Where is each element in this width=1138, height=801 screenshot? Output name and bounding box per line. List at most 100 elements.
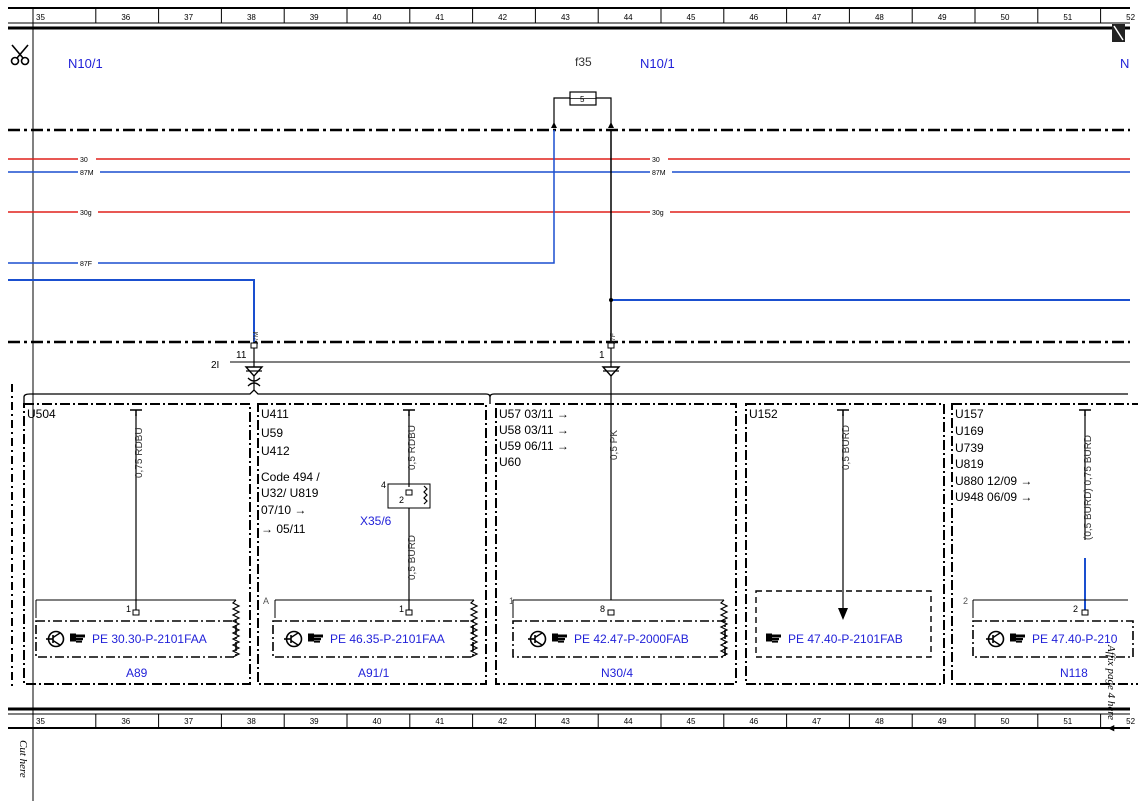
wire-87m-drop bbox=[8, 279, 255, 342]
wire-fuse-out bbox=[609, 130, 1130, 342]
ruler-column-number: 40 bbox=[373, 717, 382, 726]
n118-internals bbox=[972, 409, 1134, 658]
svg-text:87F: 87F bbox=[80, 261, 92, 268]
ruler-column-number: 44 bbox=[624, 13, 633, 22]
ruler-column-number: 38 bbox=[247, 717, 256, 726]
ruler-column-number: 49 bbox=[938, 13, 947, 22]
connector-label-2i: 2I bbox=[211, 360, 219, 371]
ruler-column-number: 48 bbox=[875, 13, 884, 22]
a89-pin: 1 bbox=[126, 604, 131, 614]
a91-corner: A bbox=[263, 596, 269, 606]
ruler-column-number: 37 bbox=[184, 717, 193, 726]
a91-code-4: Code 494 / bbox=[261, 470, 320, 484]
ruler-column-number: 41 bbox=[435, 717, 444, 726]
u152-internals bbox=[755, 409, 932, 658]
header-right-label[interactable]: N10/1 bbox=[640, 56, 675, 71]
ruler-column-number: 51 bbox=[1063, 717, 1072, 726]
ruler-column-number: 35 bbox=[36, 717, 45, 726]
u152-code: U152 bbox=[749, 407, 778, 421]
ruler-column-number: 44 bbox=[624, 717, 633, 726]
fuse-number: 5 bbox=[580, 95, 585, 104]
n118-code-6: U948 06/09 → bbox=[955, 490, 1032, 504]
wire-30g: 30g 30g bbox=[8, 208, 1130, 217]
connector-row bbox=[230, 342, 1130, 600]
ruler-column-number: 50 bbox=[1001, 717, 1010, 726]
n30-name-link[interactable]: N30/4 bbox=[601, 666, 633, 680]
header-left-label[interactable]: N10/1 bbox=[68, 56, 103, 71]
a91-name-link[interactable]: A91/1 bbox=[358, 666, 390, 680]
ruler-column-number: 37 bbox=[184, 13, 193, 22]
a91-code-6: 07/10 → bbox=[261, 503, 306, 517]
ruler-column-number: 35 bbox=[36, 13, 45, 22]
drop-label-87f: 87F bbox=[610, 333, 617, 345]
svg-text:30: 30 bbox=[80, 157, 88, 164]
drop-label-87m: 87M bbox=[253, 331, 260, 345]
ruler-column-number: 51 bbox=[1063, 13, 1072, 22]
u152-pe-link[interactable]: PE 47.40-P-2101FAB bbox=[788, 632, 903, 646]
ruler-column-number: 43 bbox=[561, 717, 570, 726]
x35-pin-2: 2 bbox=[399, 495, 404, 505]
a89-wire-label: 0,75 RDBU bbox=[134, 427, 145, 478]
n118-code-3: U739 bbox=[955, 441, 984, 455]
a91-pe-link[interactable]: PE 46.35-P-2101FAA bbox=[330, 632, 445, 646]
ruler-column-number: 39 bbox=[310, 717, 319, 726]
svg-text:87M: 87M bbox=[652, 170, 666, 177]
ruler-column-number: 48 bbox=[875, 717, 884, 726]
n30-code-4: U60 bbox=[499, 455, 521, 469]
a89-code: U504 bbox=[27, 407, 56, 421]
ruler-column-number: 39 bbox=[310, 13, 319, 22]
n118-code-2: U169 bbox=[955, 424, 984, 438]
n30-pe-link[interactable]: PE 42.47-P-2000FAB bbox=[574, 632, 689, 646]
a91-code-5: U32/ U819 bbox=[261, 486, 319, 500]
wire-30: 30 30 bbox=[8, 155, 1130, 164]
u152-wire-label: 0,5 BURD bbox=[841, 425, 852, 470]
header-edge-label[interactable]: N bbox=[1120, 56, 1129, 71]
n118-name-link[interactable]: N118 bbox=[1060, 666, 1088, 680]
fuse-f35: 5 bbox=[551, 91, 614, 128]
module-box-a91 bbox=[257, 403, 487, 685]
svg-text:87M: 87M bbox=[80, 170, 94, 177]
ruler-column-number: 40 bbox=[373, 13, 382, 22]
a91-wire-label: 0,5 RDBU bbox=[407, 425, 418, 470]
n118-pe-link[interactable]: PE 47.40-P-210 bbox=[1032, 632, 1118, 646]
ruler-column-number: 43 bbox=[561, 13, 570, 22]
n30-code-2: U58 03/11 → bbox=[499, 423, 569, 437]
ruler-column-number: 36 bbox=[121, 717, 130, 726]
n30-pin: 8 bbox=[600, 604, 605, 614]
n30-internals bbox=[512, 599, 729, 658]
ruler-column-number: 52 bbox=[1126, 13, 1135, 22]
x35-pin-4: 4 bbox=[381, 480, 386, 490]
connector-pin-11: 11 bbox=[236, 350, 247, 361]
ruler-column-number: 41 bbox=[435, 13, 444, 22]
a91-code-2: U59 bbox=[261, 426, 283, 440]
n30-corner: 1 bbox=[509, 596, 514, 606]
n30-wire-label: 0,5 PK bbox=[609, 430, 620, 460]
x35-label-link[interactable]: X35/6 bbox=[360, 514, 392, 528]
n30-code-1: U57 03/11 → bbox=[499, 407, 569, 421]
ruler-column-number: 49 bbox=[938, 717, 947, 726]
ruler-column-number: 45 bbox=[687, 717, 696, 726]
a91-wire-label-2: 0,5 BURD bbox=[407, 535, 418, 580]
ruler-column-number: 52 bbox=[1126, 717, 1135, 726]
module-box-u152 bbox=[745, 403, 945, 685]
n30-code-3: U59 06/11 → bbox=[499, 439, 569, 453]
connector-pin-1: 1 bbox=[599, 350, 605, 361]
ruler-column-number: 45 bbox=[687, 13, 696, 22]
affix-label: Affix page 4 here ▼ bbox=[1105, 644, 1117, 734]
n118-code-1: U157 bbox=[955, 407, 984, 421]
svg-text:30: 30 bbox=[652, 157, 660, 164]
ruler-column-number: 38 bbox=[247, 13, 256, 22]
module-box-a89 bbox=[23, 403, 251, 685]
a89-internals bbox=[35, 409, 241, 658]
wire-87m: 87M 87M bbox=[8, 168, 1130, 177]
a91-code-3: U412 bbox=[261, 444, 290, 458]
n118-corner: 2 bbox=[963, 596, 968, 606]
a91-code-1: U411 bbox=[261, 407, 289, 421]
a89-pe-link[interactable]: PE 30.30-P-2101FAA bbox=[92, 632, 207, 646]
module-box-n118 bbox=[951, 403, 1138, 685]
a89-name-link[interactable]: A89 bbox=[126, 666, 148, 680]
outer-frame bbox=[11, 384, 1128, 690]
